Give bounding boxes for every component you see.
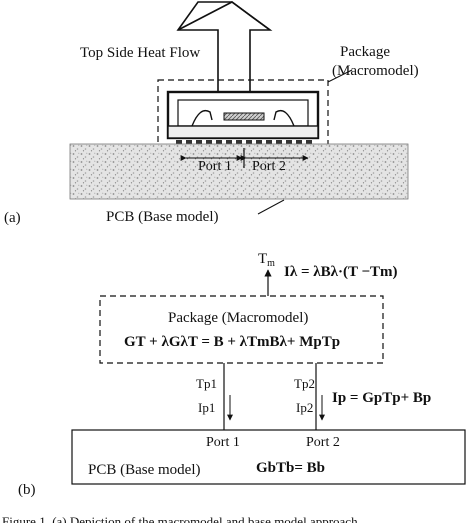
solder-ball bbox=[236, 140, 242, 146]
port1-label-a: Port 1 bbox=[198, 159, 232, 174]
package-label-line2: (Macromodel) bbox=[332, 63, 419, 79]
solder-ball bbox=[176, 140, 182, 146]
port2-label-a: Port 2 bbox=[252, 159, 286, 174]
solder-ball bbox=[246, 140, 252, 146]
part-a-diagram: Top Side Heat Flow Package (Macromodel) … bbox=[4, 1, 419, 226]
pcb-label-a: PCB (Base model) bbox=[106, 209, 219, 225]
solder-ball-array bbox=[176, 140, 312, 146]
pcb-base-model-box bbox=[71, 429, 466, 485]
solder-ball bbox=[206, 140, 212, 146]
panel-label-a: (a) bbox=[4, 210, 21, 226]
lambda-current-equation: Iλ = λBλ·(T −Tm) bbox=[284, 264, 398, 280]
package-label-line1: Package bbox=[340, 44, 390, 60]
tp2-label: Tp2 bbox=[294, 376, 315, 391]
port-equation: Ip = GpTp+ Bp bbox=[332, 390, 431, 406]
solder-ball bbox=[286, 140, 292, 146]
port2-label-b: Port 2 bbox=[306, 435, 340, 450]
solder-ball bbox=[266, 140, 272, 146]
solder-ball bbox=[276, 140, 282, 146]
ip1-label: Ip1 bbox=[198, 400, 215, 415]
solder-ball bbox=[196, 140, 202, 146]
pcb-leader-line bbox=[257, 199, 285, 215]
port1-label-b: Port 1 bbox=[206, 435, 240, 450]
pcb-label-b: PCB (Base model) bbox=[88, 462, 201, 478]
ip2-label: Ip2 bbox=[296, 400, 313, 415]
solder-ball bbox=[216, 140, 222, 146]
solder-ball bbox=[296, 140, 302, 146]
tp1-label: Tp1 bbox=[196, 376, 217, 391]
part-b-diagram: Tm Iλ = λBλ·(T −Tm) Package (Macromodel)… bbox=[18, 251, 466, 498]
figure-caption: Figure 1. (a) Depiction of the macromode… bbox=[2, 514, 358, 523]
pcb-equation: GbTb= Bb bbox=[256, 460, 325, 476]
solder-ball bbox=[226, 140, 232, 146]
package-macromodel-box bbox=[99, 295, 384, 364]
solder-ball bbox=[306, 140, 312, 146]
package-title-b: Package (Macromodel) bbox=[168, 310, 308, 326]
solder-ball bbox=[186, 140, 192, 146]
die bbox=[223, 112, 265, 121]
package-equation: GT + λGλT = B + λTmBλ+ MpTp bbox=[124, 334, 340, 350]
tm-label: Tm bbox=[258, 251, 275, 269]
package-leader-line bbox=[327, 69, 353, 83]
panel-label-b: (b) bbox=[18, 482, 36, 498]
pcb-base-board bbox=[69, 143, 409, 200]
package-substrate bbox=[167, 125, 319, 139]
die-bumps bbox=[191, 109, 295, 127]
solder-ball bbox=[256, 140, 262, 146]
heat-flow-label: Top Side Heat Flow bbox=[80, 45, 200, 61]
